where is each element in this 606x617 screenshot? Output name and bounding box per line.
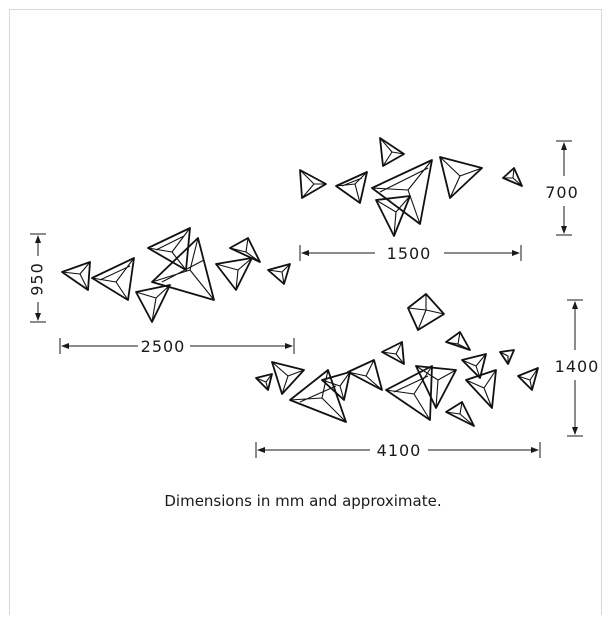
pyramid-shape bbox=[465, 369, 497, 409]
pyramid-shape bbox=[335, 171, 368, 204]
dimension-label-950: 950 bbox=[28, 262, 47, 296]
pyramid-shape bbox=[379, 137, 405, 167]
image-frame bbox=[9, 9, 602, 615]
pyramid-shape bbox=[375, 195, 411, 237]
dimension-label-4100: 4100 bbox=[377, 441, 422, 460]
pyramid-shape bbox=[385, 365, 433, 421]
pyramid-shape bbox=[229, 237, 261, 263]
pyramid-shape bbox=[271, 361, 305, 395]
pyramid-shape bbox=[415, 365, 457, 409]
pyramid-shape bbox=[267, 263, 291, 285]
pyramid-shape bbox=[502, 167, 523, 187]
dimension-label-1400: 1400 bbox=[555, 357, 600, 376]
dimension-2500: 2500 bbox=[59, 337, 295, 356]
pyramid-shape bbox=[135, 284, 171, 323]
pyramid-shape bbox=[299, 169, 327, 199]
dimension-label-700: 700 bbox=[545, 183, 579, 202]
pyramid-shape bbox=[461, 353, 487, 379]
pyramid-shape bbox=[61, 261, 91, 291]
pyramid-shape bbox=[215, 257, 253, 291]
dimension-4100: 4100 bbox=[255, 441, 541, 460]
pyramid-shape bbox=[151, 237, 215, 301]
dimension-label-2500: 2500 bbox=[141, 337, 186, 356]
pyramid-shape bbox=[439, 156, 483, 199]
pyramid-shape bbox=[289, 369, 347, 423]
pyramid-shape bbox=[445, 401, 475, 427]
pyramid-shape bbox=[407, 293, 445, 331]
dimension-label-1500: 1500 bbox=[387, 244, 432, 263]
dimension-1500: 1500 bbox=[299, 244, 522, 263]
cluster-left bbox=[61, 227, 291, 323]
pyramid-shape bbox=[381, 341, 405, 365]
dimension-950: 950 bbox=[28, 233, 47, 323]
pyramid-shape bbox=[255, 373, 273, 391]
pyramid-shape bbox=[147, 227, 191, 271]
pyramid-shape bbox=[371, 159, 433, 225]
caption: Dimensions in mm and approximate. bbox=[164, 492, 442, 510]
dimension-700: 700 bbox=[545, 140, 579, 236]
pyramid-shape bbox=[91, 257, 135, 301]
pyramid-shape bbox=[347, 359, 383, 391]
pyramid-shape bbox=[445, 331, 471, 351]
pyramid-shape bbox=[499, 349, 515, 365]
cluster-lower bbox=[255, 293, 539, 427]
dimension-1400: 1400 bbox=[555, 299, 600, 437]
cluster-upper-right bbox=[299, 137, 523, 237]
pyramid-shape bbox=[321, 371, 351, 401]
pyramid-shape bbox=[517, 367, 539, 391]
